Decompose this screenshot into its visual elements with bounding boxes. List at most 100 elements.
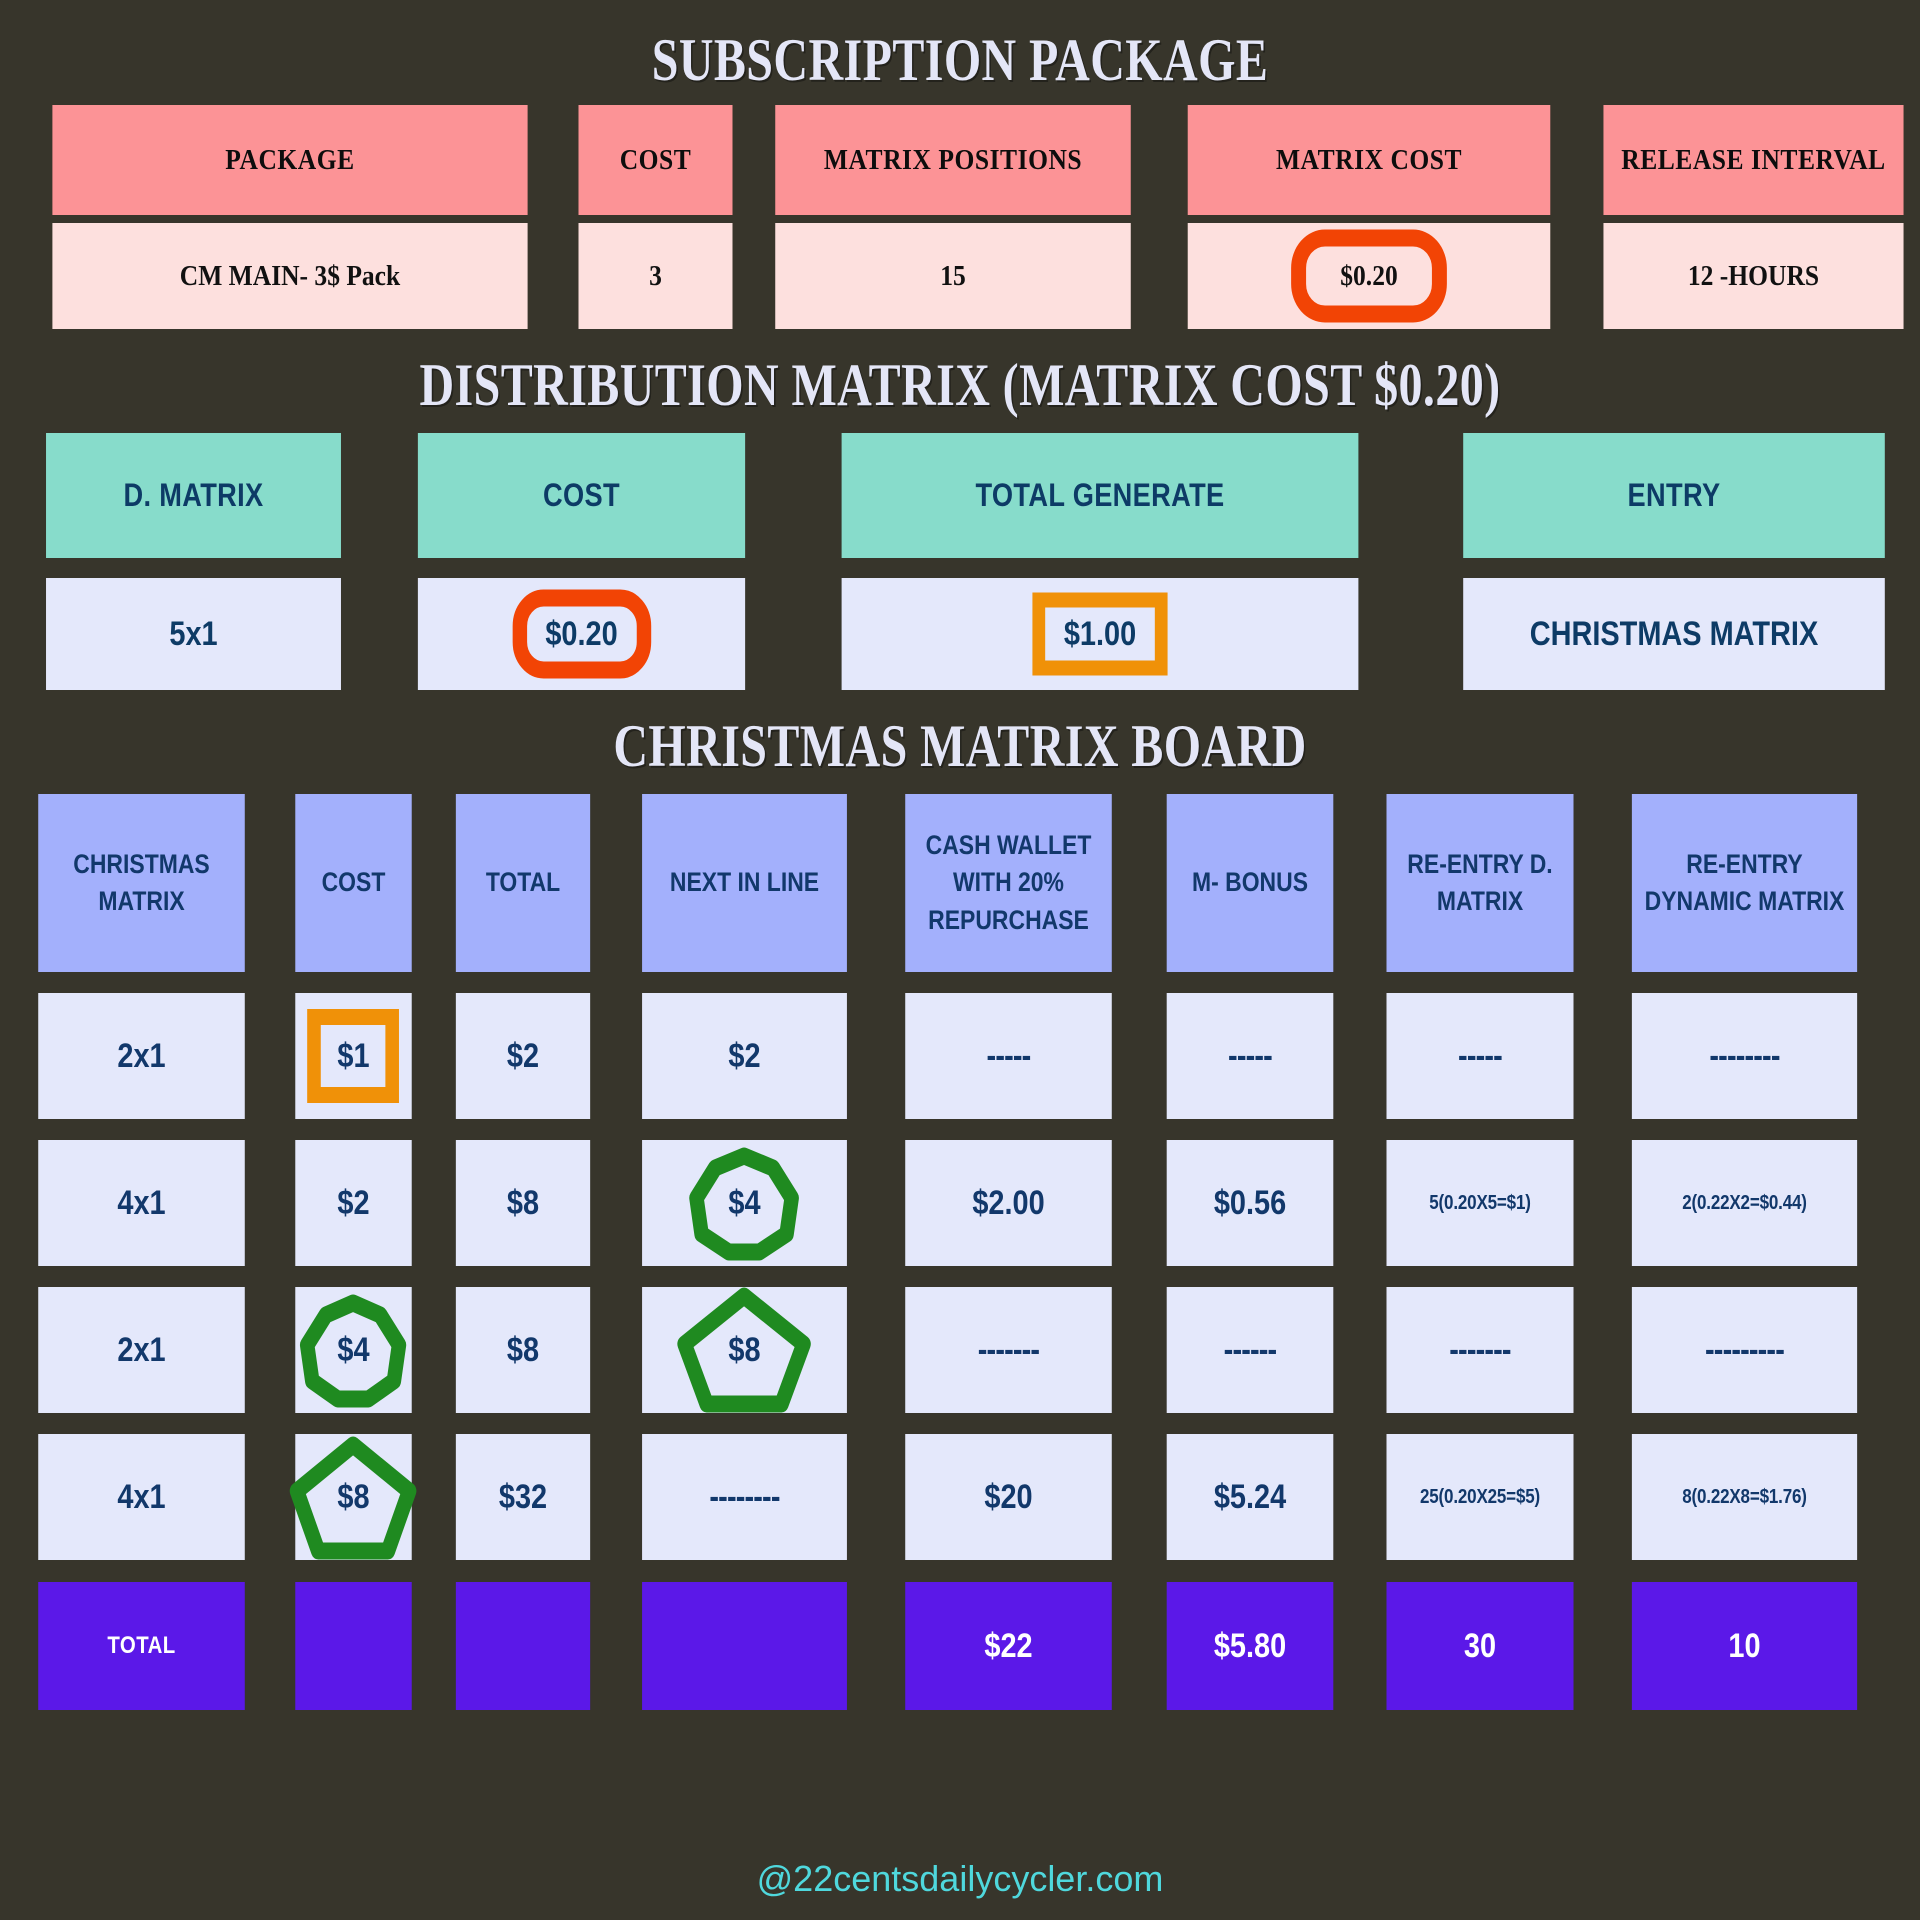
distribution-table-row: 5x1 $0.20 $1.00 CHRISTMAS MATRIX: [0, 578, 1920, 690]
total-reentry-d-matrix: 30: [1386, 1582, 1574, 1710]
highlight-circle-green: $4: [300, 1294, 407, 1408]
page-title-subscription: SUBSCRIPTION PACKAGE: [651, 27, 1269, 93]
cell-matrix-cost-value: $0.20: [1340, 259, 1398, 292]
cell-cash-wallet: $2.00: [905, 1140, 1112, 1266]
table-row: 4x1 $8 $32 -------- $20 $5.24 25(0.20X25…: [0, 1434, 1920, 1560]
total-label-cell: TOTAL: [38, 1582, 245, 1710]
cell-d-matrix: 5x1: [46, 578, 341, 690]
page-title-distribution: DISTRIBUTION MATRIX (MATRIX COST $0.20): [419, 352, 1501, 418]
page-title-board: CHRISTMAS MATRIX BOARD: [613, 713, 1307, 779]
cell-m-bonus: -----: [1166, 993, 1334, 1119]
col-header-reentry-d-matrix: RE-ENTRY D. MATRIX: [1386, 794, 1574, 972]
cell-cash-wallet: -------: [905, 1287, 1112, 1413]
cell-matrix-positions: 15: [775, 223, 1131, 329]
cell-total: $8: [455, 1140, 591, 1266]
cell-reentry-dynamic-matrix: 2(0.22X2=$0.44): [1631, 1140, 1858, 1266]
rounded-rect-annotation-icon: [512, 589, 651, 679]
cell-total: $8: [455, 1287, 591, 1413]
cell-total: $32: [455, 1434, 591, 1560]
cell-matrix: 2x1: [38, 993, 245, 1119]
highlight-rect-orange: $1: [307, 1009, 400, 1103]
cell-cost: $2: [295, 1140, 412, 1266]
rounded-rect-annotation-icon: [1291, 229, 1447, 323]
col-header-matrix-cost: MATRIX COST: [1187, 105, 1551, 215]
footer-handle: @22centsdailycycler.com: [756, 1858, 1164, 1899]
col-header-board-total: TOTAL: [455, 794, 591, 972]
table-row: 2x1 $4 $8 $8 ------- ------ ------- ----…: [0, 1287, 1920, 1413]
highlight-rect-orange: $1.00: [1032, 592, 1168, 676]
distribution-table-header: D. MATRIX COST TOTAL GENERATE ENTRY: [0, 433, 1920, 558]
col-header-package: PACKAGE: [52, 105, 528, 215]
col-header-next-in-line: NEXT IN LINE: [642, 794, 847, 972]
total-label: TOTAL: [107, 1632, 176, 1659]
cell-reentry-dynamic-matrix: 8(0.22X8=$1.76): [1631, 1434, 1858, 1560]
col-header-d-cost: COST: [417, 433, 746, 558]
cell-m-bonus: ------: [1166, 1287, 1334, 1413]
cell-m-bonus: $5.24: [1166, 1434, 1334, 1560]
col-header-total-generate: TOTAL GENERATE: [841, 433, 1359, 558]
cell-cash-wallet: -----: [905, 993, 1112, 1119]
cell-total-generate: $1.00: [841, 578, 1359, 690]
cell-matrix-cost: $0.20: [1187, 223, 1551, 329]
rect-annotation-icon: [307, 1009, 400, 1103]
col-header-m-bonus: M- BONUS: [1166, 794, 1334, 972]
total-cost: [295, 1582, 412, 1710]
cell-reentry-d-matrix: 5(0.20X5=$1): [1386, 1140, 1574, 1266]
cell-cost: 3: [578, 223, 733, 329]
cell-next-in-line: $4: [642, 1140, 847, 1266]
table-row: 4x1 $2 $8 $4 $2.00 $0.56 5(0.20X5=$1) 2(…: [0, 1140, 1920, 1266]
cell-cost-value: $1: [337, 1036, 370, 1075]
cell-cash-wallet: $20: [905, 1434, 1112, 1560]
total-total: [455, 1582, 591, 1710]
cell-next-in-line: --------: [642, 1434, 847, 1560]
cell-cost: $8: [290, 1434, 417, 1560]
cell-package: CM MAIN- 3$ Pack: [52, 223, 528, 329]
col-header-entry: ENTRY: [1463, 433, 1885, 558]
circle-annotation-icon: [689, 1147, 800, 1261]
col-header-matrix-positions: MATRIX POSITIONS: [775, 105, 1131, 215]
cell-next-in-line-value: $8: [728, 1330, 761, 1369]
cell-next-in-line: $8: [642, 1287, 847, 1413]
highlight-pentagon-green: $8: [677, 1287, 812, 1413]
cell-matrix: 2x1: [38, 1287, 245, 1413]
col-header-release-interval: RELEASE INTERVAL: [1603, 105, 1904, 215]
cell-total: $2: [455, 993, 591, 1119]
subscription-table-header: PACKAGE COST MATRIX POSITIONS MATRIX COS…: [0, 105, 1920, 215]
cell-release-interval: 12 -HOURS: [1603, 223, 1904, 329]
highlight-rounded-rect-orange-red: $0.20: [1291, 229, 1447, 323]
pentagon-annotation-icon: [677, 1287, 812, 1413]
col-header-cash-wallet: CASH WALLET WITH 20% REPURCHASE: [905, 794, 1112, 972]
cell-matrix: 4x1: [38, 1140, 245, 1266]
cell-cost-value: $8: [337, 1477, 370, 1516]
pentagon-annotation-icon: [290, 1436, 417, 1560]
cell-cost: $1: [295, 993, 412, 1119]
cell-cost-value: $4: [337, 1330, 370, 1369]
col-header-reentry-dynamic-matrix: RE-ENTRY DYNAMIC MATRIX: [1631, 794, 1858, 972]
col-header-board-cost: COST: [295, 794, 412, 972]
cell-reentry-dynamic-matrix: ---------: [1631, 1287, 1858, 1413]
highlight-pentagon-green: $8: [290, 1436, 417, 1560]
cell-next-in-line-value: $4: [728, 1183, 761, 1222]
rect-annotation-icon: [1032, 592, 1168, 676]
cell-total-generate-value: $1.00: [1063, 614, 1137, 653]
col-header-christmas-matrix: CHRISTMAS MATRIX: [38, 794, 245, 972]
highlight-circle-green: $4: [689, 1147, 800, 1261]
cell-next-in-line: $2: [642, 993, 847, 1119]
total-next-in-line: [642, 1582, 847, 1710]
cell-cost: $4: [295, 1287, 412, 1413]
total-reentry-dynamic-matrix: 10: [1631, 1582, 1858, 1710]
subscription-table-row: CM MAIN- 3$ Pack 3 15 $0.20 12 -HOURS: [0, 223, 1920, 329]
circle-annotation-icon: [300, 1294, 407, 1408]
cell-reentry-d-matrix: -----: [1386, 993, 1574, 1119]
col-header-d-matrix: D. MATRIX: [46, 433, 341, 558]
table-row: 2x1 $1 $2 $2 ----- ----- ----- --------: [0, 993, 1920, 1119]
board-total-row: TOTAL $22 $5.80 30 10: [0, 1582, 1920, 1710]
cell-reentry-dynamic-matrix: --------: [1631, 993, 1858, 1119]
total-cash-wallet: $22: [905, 1582, 1112, 1710]
highlight-rounded-rect-orange-red: $0.20: [512, 589, 651, 679]
cell-entry: CHRISTMAS MATRIX: [1463, 578, 1885, 690]
board-table-header: CHRISTMAS MATRIX COST TOTAL NEXT IN LINE…: [0, 794, 1920, 972]
cell-d-cost: $0.20: [417, 578, 746, 690]
col-header-cost: COST: [578, 105, 733, 215]
